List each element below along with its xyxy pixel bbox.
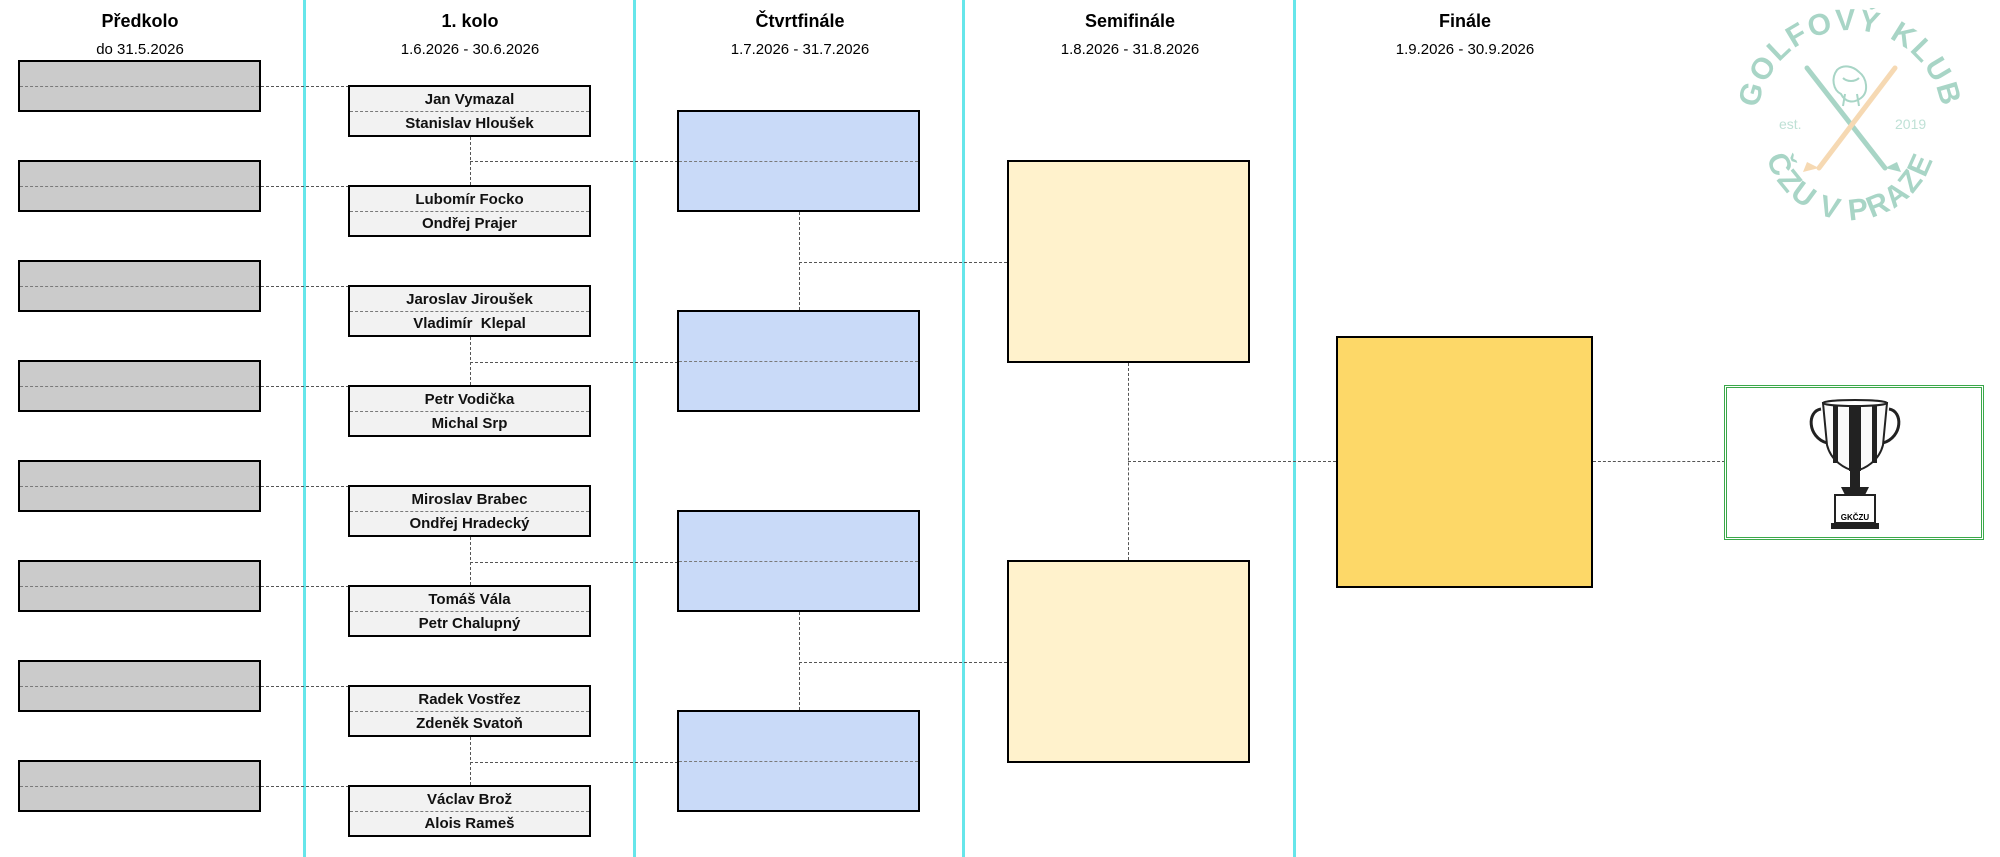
player-name: Vladimír Klepal xyxy=(413,314,526,332)
connector xyxy=(470,762,678,763)
golf-club-icon xyxy=(1804,65,1888,171)
connector xyxy=(470,562,678,563)
round-date-semifinal: 1.8.2026 - 31.8.2026 xyxy=(1060,41,1200,58)
svg-text:GOLFOVÝ KLUB: GOLFOVÝ KLUB xyxy=(1735,8,1965,110)
connector xyxy=(261,786,349,787)
player-name: Ondřej Hradecký xyxy=(409,514,530,532)
final-match[interactable] xyxy=(1336,336,1593,588)
player-name: Tomáš Vála xyxy=(428,590,511,608)
connector xyxy=(470,161,678,162)
connector xyxy=(261,386,349,387)
round-title-first: 1. kolo xyxy=(441,11,499,31)
quarterfinal-match[interactable] xyxy=(677,310,920,412)
prelim-match[interactable] xyxy=(18,660,261,712)
connector xyxy=(799,212,800,310)
connector xyxy=(799,612,800,710)
connector xyxy=(470,537,471,585)
player-name: Petr Chalupný xyxy=(418,614,521,632)
first-round-match[interactable]: Lubomír Focko Ondřej Prajer xyxy=(348,185,591,237)
first-round-match[interactable]: Tomáš Vála Petr Chalupný xyxy=(348,585,591,637)
svg-text:ČZU V PRAZE: ČZU V PRAZE xyxy=(1760,147,1941,228)
first-round-match[interactable]: Václav Brož Alois Rameš xyxy=(348,785,591,837)
prelim-match[interactable] xyxy=(18,560,261,612)
column-divider xyxy=(1293,0,1296,857)
player-name: Miroslav Brabec xyxy=(411,490,528,508)
round-date-quarterfinal: 1.7.2026 - 31.7.2026 xyxy=(730,41,870,58)
round-title-semifinal: Semifinále xyxy=(1084,11,1176,31)
connector xyxy=(470,362,678,363)
column-divider xyxy=(962,0,965,857)
player-name: Michal Srp xyxy=(431,414,508,432)
trophy-engraving: GKČZU xyxy=(1840,513,1870,522)
prelim-match[interactable] xyxy=(18,360,261,412)
player-name: Stanislav Hloušek xyxy=(405,114,534,132)
lion-crest-icon xyxy=(1832,65,1867,107)
player-name: Václav Brož xyxy=(426,790,513,808)
prelim-match[interactable] xyxy=(18,60,261,112)
connector xyxy=(799,662,1007,663)
player-name: Petr Vodička xyxy=(424,390,515,408)
logo-top-text: GOLFOVÝ KLUB xyxy=(1735,8,1965,110)
first-round-match[interactable]: Jan Vymazal Stanislav Hloušek xyxy=(348,85,591,137)
club-logo: GOLFOVÝ KLUB ČZU V PRAZE est. 2019 xyxy=(1735,8,1965,228)
connector xyxy=(261,86,349,87)
player-name: Zdeněk Svatoň xyxy=(416,714,523,732)
connector xyxy=(799,262,1007,263)
connector xyxy=(470,737,471,785)
connector xyxy=(261,286,349,287)
connector xyxy=(1128,461,1336,462)
connector xyxy=(261,586,349,587)
round-title-quarterfinal: Čtvrtfinále xyxy=(755,11,845,31)
connector xyxy=(1593,461,1725,462)
round-date-prelim: do 31.5.2026 xyxy=(96,41,184,58)
logo-est-label: est. xyxy=(1779,116,1802,132)
round-date-first: 1.6.2026 - 30.6.2026 xyxy=(400,41,540,58)
semifinal-match[interactable] xyxy=(1007,160,1250,363)
round-title-prelim: Předkolo xyxy=(101,11,179,31)
quarterfinal-match[interactable] xyxy=(677,510,920,612)
connector xyxy=(470,337,471,385)
round-date-final: 1.9.2026 - 30.9.2026 xyxy=(1395,41,1535,58)
first-round-match[interactable]: Jaroslav Jiroušek Vladimír Klepal xyxy=(348,285,591,337)
connector xyxy=(261,686,349,687)
player-name: Ondřej Prajer xyxy=(421,214,518,232)
quarterfinal-match[interactable] xyxy=(677,710,920,812)
connector xyxy=(261,186,349,187)
logo-year: 2019 xyxy=(1895,116,1926,132)
golf-club-icon xyxy=(1816,65,1898,171)
prelim-match[interactable] xyxy=(18,160,261,212)
prelim-match[interactable] xyxy=(18,260,261,312)
player-name: Lubomír Focko xyxy=(415,190,524,208)
first-round-match[interactable]: Miroslav Brabec Ondřej Hradecký xyxy=(348,485,591,537)
first-round-match[interactable]: Radek Vostřez Zdeněk Svatoň xyxy=(348,685,591,737)
column-divider xyxy=(633,0,636,857)
connector xyxy=(261,486,349,487)
prelim-match[interactable] xyxy=(18,760,261,812)
player-name: Alois Rameš xyxy=(424,814,515,832)
column-divider xyxy=(303,0,306,857)
player-name: Jaroslav Jiroušek xyxy=(406,290,533,308)
player-name: Radek Vostřez xyxy=(418,690,521,708)
semifinal-match[interactable] xyxy=(1007,560,1250,763)
player-name: Jan Vymazal xyxy=(424,90,515,108)
round-title-final: Finále xyxy=(1438,11,1491,31)
logo-bottom-text: ČZU V PRAZE xyxy=(1760,147,1939,228)
quarterfinal-match[interactable] xyxy=(677,110,920,212)
trophy-box: GKČZU xyxy=(1724,385,1984,540)
trophy-icon xyxy=(1809,399,1901,529)
first-round-match[interactable]: Petr Vodička Michal Srp xyxy=(348,385,591,437)
prelim-match[interactable] xyxy=(18,460,261,512)
